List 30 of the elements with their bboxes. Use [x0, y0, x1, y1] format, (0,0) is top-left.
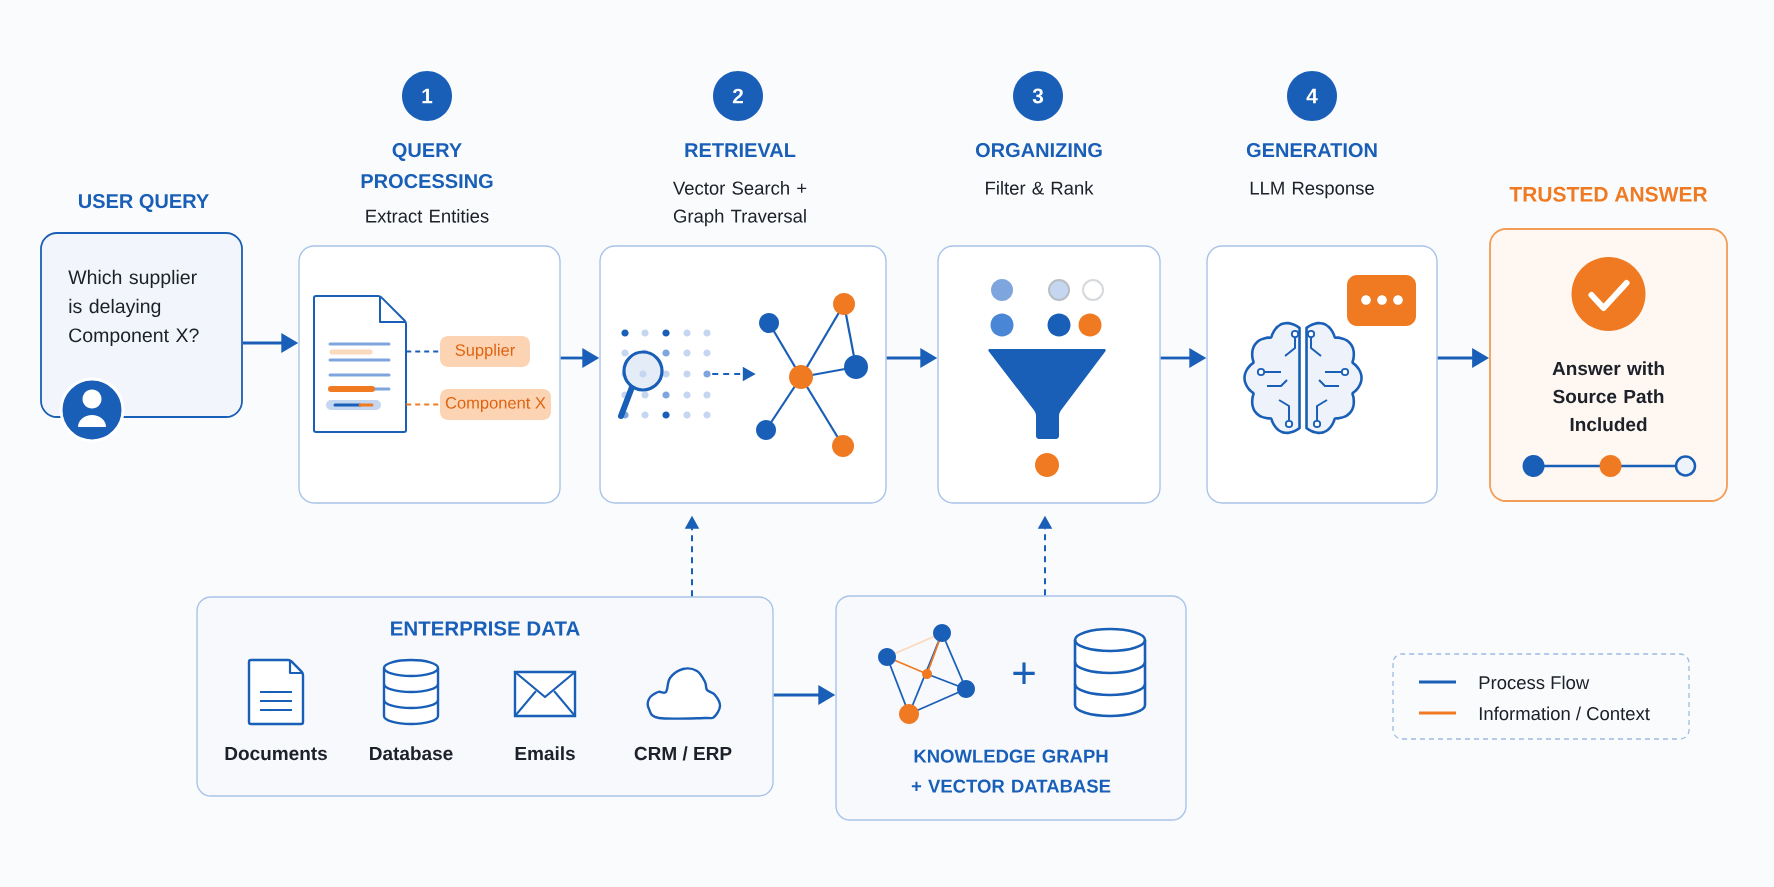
step-number: 1 — [402, 71, 452, 121]
heading: RETRIEVAL — [685, 143, 796, 157]
leader-line — [405, 350, 441, 353]
heading: USER QUERY — [78, 194, 209, 212]
subtitle: Extract Entities — [366, 209, 489, 223]
leader-line — [405, 403, 441, 406]
legend-label: Process Flow — [1479, 675, 1590, 690]
step-number: 4 — [1287, 71, 1337, 121]
legend-label: Information / Context — [1479, 706, 1650, 721]
magnifier-icon — [618, 329, 711, 419]
query-box: Which supplier is delaying Component X? — [40, 232, 243, 418]
step-number: 3 — [1013, 71, 1063, 121]
storage-panel: + KNOWLEDGE GRAPH + VECTOR DATABASE — [835, 595, 1187, 821]
subtitle: Vector Search + Graph Traversal — [673, 181, 807, 227]
entity-tag: Component X — [440, 389, 551, 420]
answer-box: Answer with Source Path Included — [1489, 228, 1728, 502]
source-label: CRM / ERP — [634, 746, 732, 761]
network-icon — [756, 293, 868, 457]
heading: GENERATION — [1246, 143, 1377, 158]
source-label: Database — [370, 746, 453, 761]
source-label: Emails — [515, 746, 575, 761]
heading: QUERY PROCESSING — [361, 143, 493, 189]
source-label: Documents — [225, 746, 327, 761]
subtitle: Filter & Rank — [986, 181, 1094, 195]
heading: ORGANIZING — [975, 143, 1102, 158]
entity-tag: Supplier — [440, 336, 530, 367]
heading: TRUSTED ANSWER — [1509, 186, 1708, 202]
document-icon — [313, 295, 407, 433]
step-number: 2 — [713, 71, 763, 121]
subtitle: LLM Response — [1250, 181, 1374, 199]
